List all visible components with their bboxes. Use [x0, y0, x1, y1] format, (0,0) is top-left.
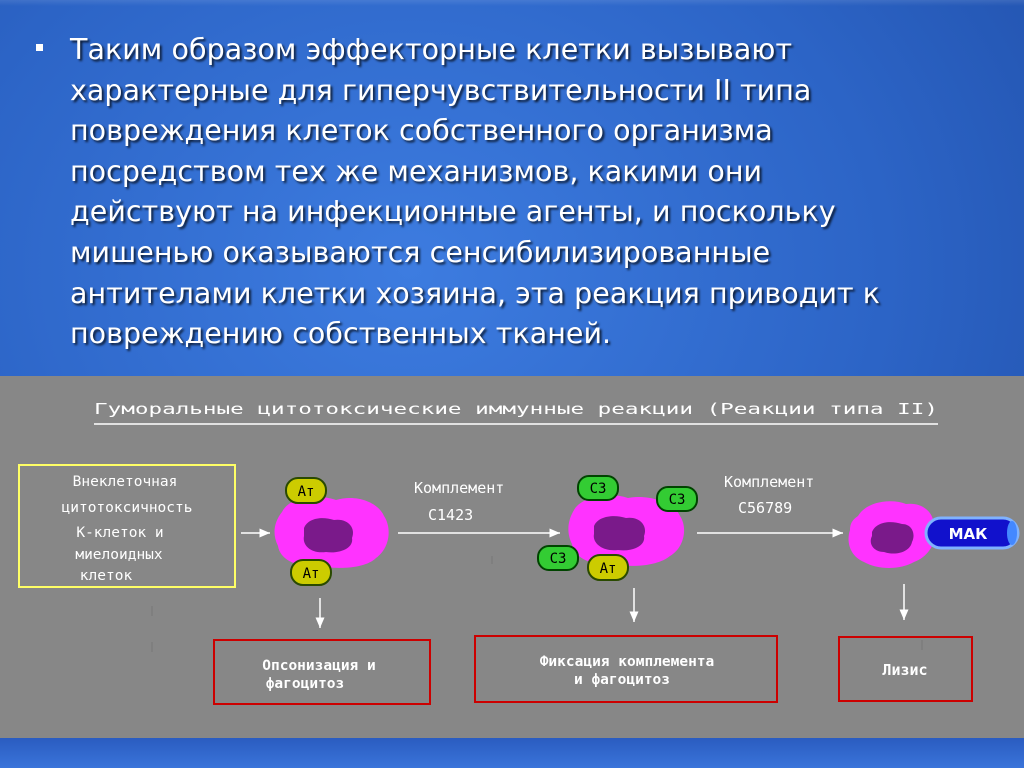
main-text-line: действуют на инфекционные агенты, и поск…	[70, 192, 1015, 233]
mac-complex: МАК	[926, 518, 1018, 548]
antibody-badge: Ат	[588, 555, 628, 580]
target-cell-1	[275, 497, 389, 568]
lysis-box: Лизис	[839, 637, 972, 701]
cell-nucleus	[871, 522, 914, 553]
diagram-panel: Гуморальные цитотоксические иммунные реа…	[0, 376, 1024, 738]
left-box-line: К-клеток и	[76, 525, 163, 541]
bullet-marker	[36, 44, 43, 51]
c3-label: С3	[590, 481, 607, 497]
left-box-line: миелоидных	[75, 547, 163, 563]
c3-badge: С3	[657, 487, 697, 511]
mac-label: МАК	[949, 525, 989, 543]
result-2-line: Фиксация комплемента	[540, 654, 715, 670]
opsonization-box: Опсонизация и фагоцитоз	[214, 640, 430, 704]
cell-nucleus	[304, 518, 353, 552]
main-paragraph: Таким образом эффекторные клетки вызываю…	[70, 30, 1015, 355]
bottom-strip	[0, 738, 1024, 768]
target-cell-3	[849, 501, 935, 568]
main-text-line: Таким образом эффекторные клетки вызываю…	[70, 30, 1015, 71]
cell-nucleus	[594, 516, 645, 550]
result-2-line: и фагоцитоз	[574, 672, 670, 688]
complement-1-label: Комплемент	[414, 479, 504, 497]
main-text-line: повреждению собственных тканей.	[70, 314, 1015, 355]
left-box-line: цитотоксичность	[62, 500, 193, 516]
extracellular-cytotoxicity-box: Внеклеточная цитотоксичность К-клеток и …	[19, 465, 235, 587]
c3-label: С3	[550, 551, 567, 567]
main-text-line: мишенью оказываются сенсибилизированные	[70, 233, 1015, 274]
antibody-badge: Ат	[291, 560, 331, 585]
left-box-line: Внеклеточная	[73, 474, 178, 490]
complement-2-code: С56789	[738, 499, 792, 517]
c3-badge: С3	[538, 546, 578, 570]
complement-2-label: Комплемент	[724, 473, 814, 491]
result-1-line: фагоцитоз	[266, 676, 345, 692]
c3-label: С3	[669, 492, 686, 508]
main-text-line: посредством тех же механизмов, какими он…	[70, 152, 1015, 193]
complement-fixation-box: Фиксация комплемента и фагоцитоз	[475, 636, 777, 702]
result-3-line: Лизис	[882, 661, 927, 679]
diagram-title: Гуморальные цитотоксические иммунные реа…	[94, 400, 938, 418]
antibody-label: Ат	[298, 484, 315, 500]
diagram-canvas: Гуморальные цитотоксические иммунные реа…	[0, 376, 1024, 738]
main-text-line: характерные для гиперчувствительности II…	[70, 71, 1015, 112]
left-box-line: клеток	[80, 568, 133, 584]
main-text-line: антителами клетки хозяина, эта реакция п…	[70, 274, 1015, 315]
antibody-label: Ат	[303, 566, 320, 582]
result-1-line: Опсонизация и	[262, 658, 376, 674]
main-text-line: повреждения клеток собственного организм…	[70, 111, 1015, 152]
antibody-badge: Ат	[286, 478, 326, 503]
antibody-label: Ат	[600, 561, 617, 577]
c3-badge: С3	[578, 476, 618, 500]
complement-1-code: С1423	[428, 506, 473, 524]
